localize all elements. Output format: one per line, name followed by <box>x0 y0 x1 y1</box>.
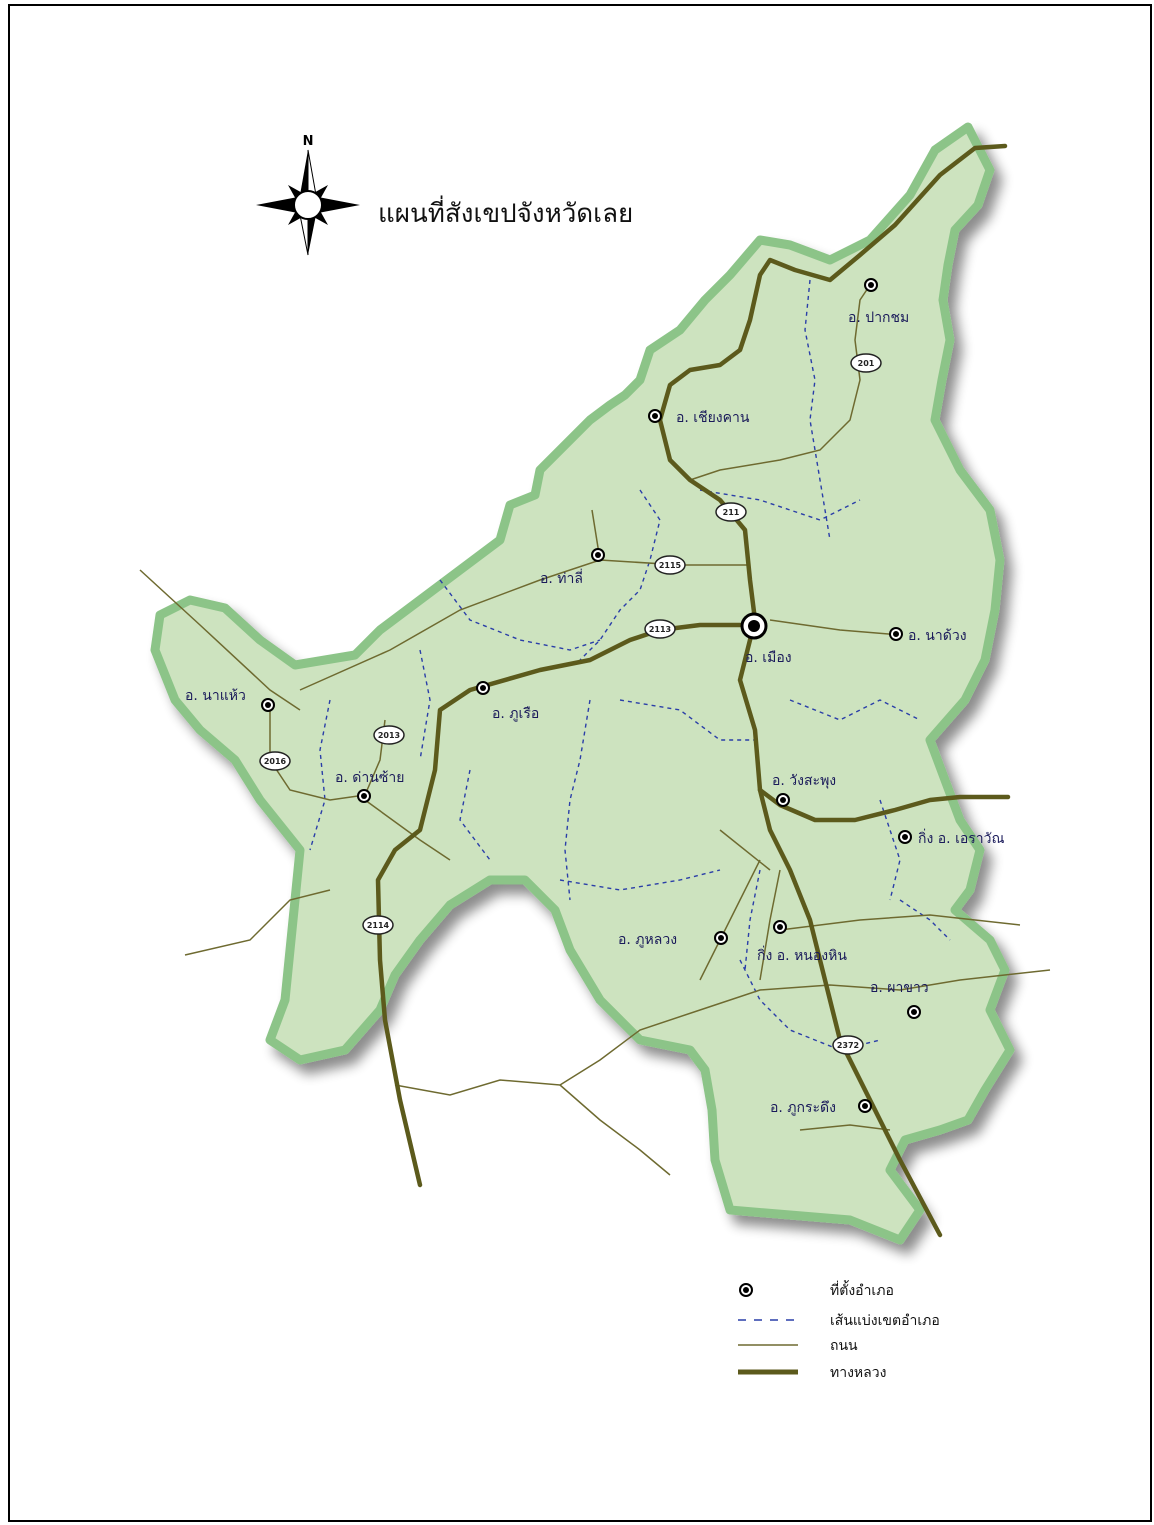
district-label-phu-luang: อ. ภูหลวง <box>618 932 677 948</box>
legend-label: ทางหลวง <box>830 1365 886 1381</box>
road-line <box>559 1084 671 1176</box>
boundary-line <box>459 769 491 861</box>
legend-item-highway: ทางหลวง <box>738 1365 886 1381</box>
district-marker <box>773 920 787 934</box>
district-marker <box>898 830 912 844</box>
district-marker <box>889 627 903 641</box>
highway-line <box>375 622 748 1188</box>
district-label-erawan: กิ่ง อ. เอราวัณ <box>918 829 1005 847</box>
road-line <box>364 799 451 861</box>
route-shield: 2013 <box>373 725 405 745</box>
district-labels: อ. นาแห้ว อ. ด่านซ้าย อ. ภูเรือ อ. ท่าลี… <box>185 310 1005 1116</box>
district-markers <box>261 278 921 1113</box>
legend: ที่ตั้งอำเภอ เส้นแบ่งเขตอำเภอ ถนน ทางหลว… <box>738 1280 940 1381</box>
route-shield: 2114 <box>362 915 394 935</box>
district-marker <box>858 1099 872 1113</box>
map-title: แผนที่สังเขปจังหวัดเลย <box>378 195 633 229</box>
district-label-phu-kradueng: อ. ภูกระดึง <box>770 1100 836 1116</box>
district-label-nong-hin: กิ่ง อ. หนองหิน <box>757 946 847 964</box>
district-label-dan-sai: อ. ด่านซ้าย <box>335 770 404 786</box>
district-marker <box>864 278 878 292</box>
boundary-line <box>309 699 331 851</box>
route-shield: 211 <box>715 502 747 522</box>
legend-label: เส้นแบ่งเขตอำเภอ <box>830 1313 940 1329</box>
road-line <box>139 569 301 711</box>
boundary-line <box>744 869 761 971</box>
boundary-line <box>804 279 831 541</box>
district-marker <box>714 931 728 945</box>
road-line <box>769 619 901 636</box>
route-shield-label: 2115 <box>659 561 682 570</box>
route-shield: 2016 <box>259 751 291 771</box>
route-shield: 2113 <box>644 619 676 639</box>
district-marker <box>591 548 605 562</box>
legend-item-district-office: ที่ตั้งอำเภอ <box>739 1280 894 1299</box>
road-line <box>184 889 331 956</box>
route-shield-label: 211 <box>723 508 740 517</box>
legend-item-road: ถนน <box>738 1338 858 1354</box>
route-shields: 201 211 2115 2113 2013 2016 2114 2372 <box>259 353 882 1055</box>
route-shield: 201 <box>850 353 882 373</box>
route-shield-label: 2113 <box>649 625 671 634</box>
route-shield-label: 2013 <box>378 731 400 740</box>
district-label-mueang: อ. เมือง <box>745 650 792 666</box>
highway-line <box>757 787 1011 823</box>
route-shield: 2115 <box>654 555 686 575</box>
road-line <box>779 914 1021 931</box>
boundary-line <box>419 649 431 761</box>
road-line <box>699 859 761 981</box>
district-marker <box>776 793 790 807</box>
legend-item-boundary: เส้นแบ่งเขตอำเภอ <box>738 1313 940 1329</box>
district-label-tha-li: อ. ท่าลี่ <box>540 569 583 587</box>
district-marker <box>357 789 371 803</box>
road-line <box>269 700 366 801</box>
district-label-phu-ruea: อ. ภูเรือ <box>492 706 539 722</box>
road-line <box>759 869 781 981</box>
district-marker <box>476 681 490 695</box>
boundary-line <box>564 699 591 901</box>
district-marker <box>907 1005 921 1019</box>
district-label-wang-saphung: อ. วังสะพุง <box>772 773 836 789</box>
district-label-na-haeo: อ. นาแห้ว <box>185 688 246 704</box>
route-shield-label: 2372 <box>837 1041 859 1050</box>
compass-rose: N <box>256 134 360 256</box>
district-label-na-duang: อ. นาด้วง <box>908 628 967 644</box>
route-shield: 2372 <box>832 1035 864 1055</box>
boundary-line <box>559 869 721 891</box>
route-shield-label: 2114 <box>367 921 390 930</box>
road-line <box>719 829 771 871</box>
mueang-marker <box>740 612 768 640</box>
province-outline <box>150 122 1015 1245</box>
boundary-line <box>789 699 921 721</box>
compass-n-label: N <box>303 134 314 149</box>
district-label-pak-chom: อ. ปากชม <box>848 310 909 326</box>
district-marker <box>648 409 662 423</box>
route-shield-label: 201 <box>858 359 875 368</box>
highway-line <box>657 143 1008 1238</box>
boundary-line <box>619 699 760 741</box>
road-line <box>799 1124 891 1131</box>
district-label-pha-khao: อ. ผาขาว <box>870 980 929 996</box>
district-marker <box>261 698 275 712</box>
boundary-line <box>879 799 901 901</box>
legend-label: ที่ตั้งอำเภอ <box>830 1280 894 1299</box>
highways <box>375 143 1011 1238</box>
district-label-chiang-khan: อ. เชียงคาน <box>676 410 750 426</box>
road-line <box>689 284 871 481</box>
route-shield-label: 2016 <box>264 757 287 766</box>
boundary-line <box>439 579 601 651</box>
road-line <box>394 969 1051 1096</box>
boundary-line <box>699 489 861 521</box>
legend-label: ถนน <box>830 1338 858 1354</box>
